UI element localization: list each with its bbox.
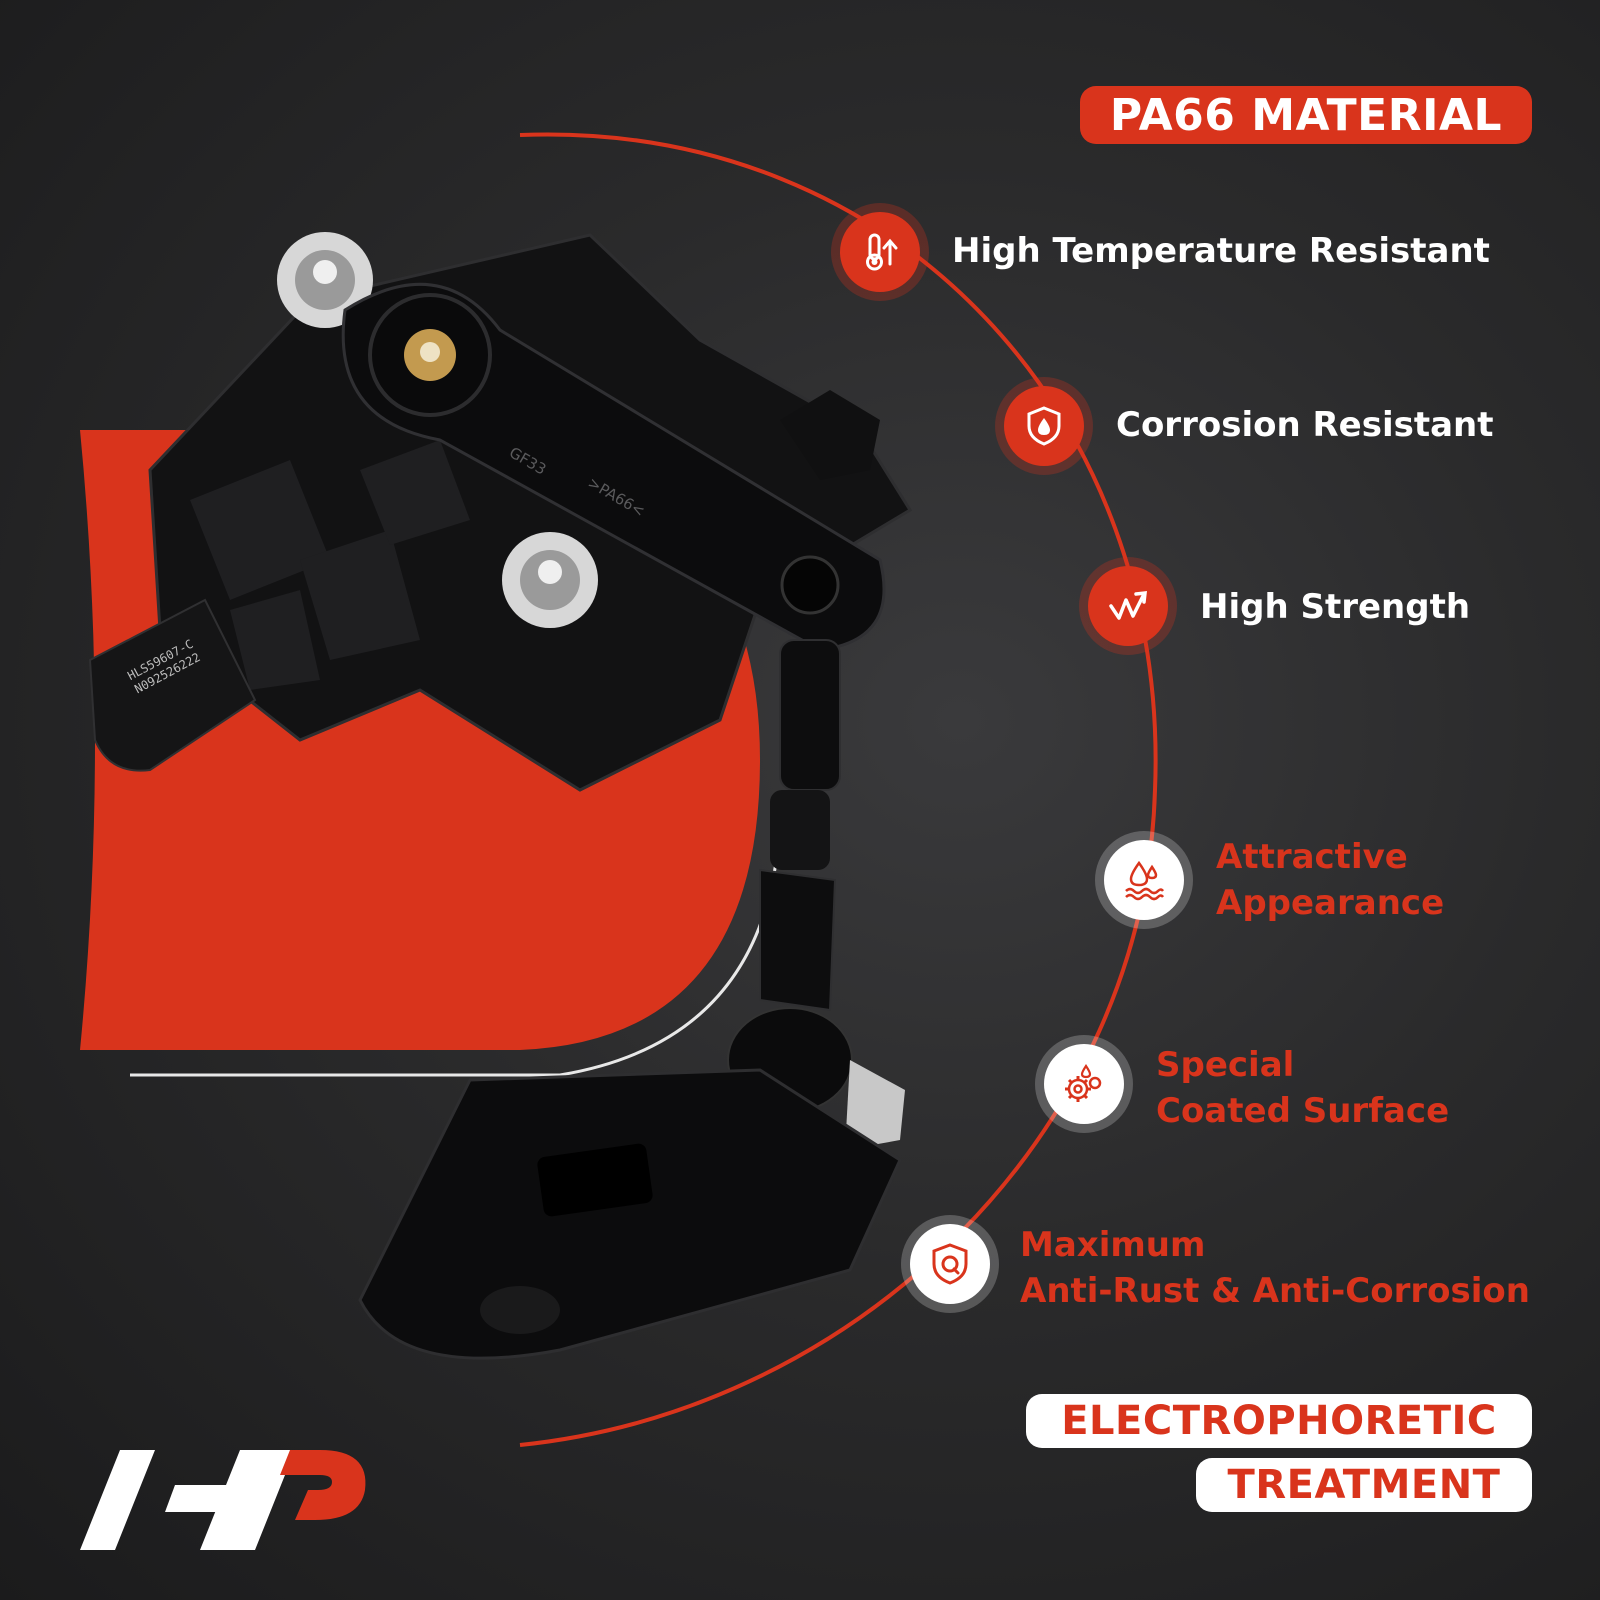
brand-logo-icon (80, 1450, 366, 1550)
feature-icon-4 (1104, 840, 1184, 920)
footer-line2: TREATMENT (1227, 1462, 1501, 1508)
header-badge: PA66 MATERIAL (1080, 86, 1532, 144)
feature-icon-1 (840, 212, 920, 292)
feature-label-6-line2: Anti-Rust & Anti-Corrosion (1020, 1271, 1530, 1311)
feature-label-6-line1: Maximum (1020, 1225, 1206, 1265)
footer-badge-line1: ELECTROPHORETIC (1026, 1394, 1532, 1448)
feature-label-4-line1: Attractive (1216, 837, 1408, 877)
shield-drop-icon (1027, 406, 1061, 446)
feature-label-4: Attractive Appearance (1216, 834, 1444, 926)
feature-label-5-line2: Coated Surface (1156, 1091, 1450, 1131)
feature-label-6: Maximum Anti-Rust & Anti-Corrosion (1020, 1222, 1530, 1314)
feature-icon-6 (910, 1224, 990, 1304)
footer-line1: ELECTROPHORETIC (1061, 1398, 1497, 1444)
feature-label-1: High Temperature Resistant (952, 231, 1490, 271)
feature-label-2: Corrosion Resistant (1116, 405, 1494, 445)
footer-badge-line2: TREATMENT (1196, 1458, 1532, 1512)
gears-icon (1065, 1064, 1102, 1102)
feature-label-3: High Strength (1200, 587, 1471, 627)
feature-label-4-line2: Appearance (1216, 883, 1445, 923)
feature-icon-5 (1044, 1044, 1124, 1124)
water-drop-icon (1125, 860, 1165, 901)
feature-arc (519, 132, 1158, 1447)
feature-label-5-line1: Special (1156, 1045, 1295, 1085)
feature-label-5: Special Coated Surface (1156, 1042, 1449, 1134)
feature-icon-3 (1088, 566, 1168, 646)
thermometer-icon (866, 233, 898, 271)
shield-rust-icon (932, 1243, 968, 1285)
strength-arrow-icon (1109, 591, 1147, 620)
header-title: PA66 MATERIAL (1109, 89, 1503, 141)
feature-icon-2 (1004, 386, 1084, 466)
